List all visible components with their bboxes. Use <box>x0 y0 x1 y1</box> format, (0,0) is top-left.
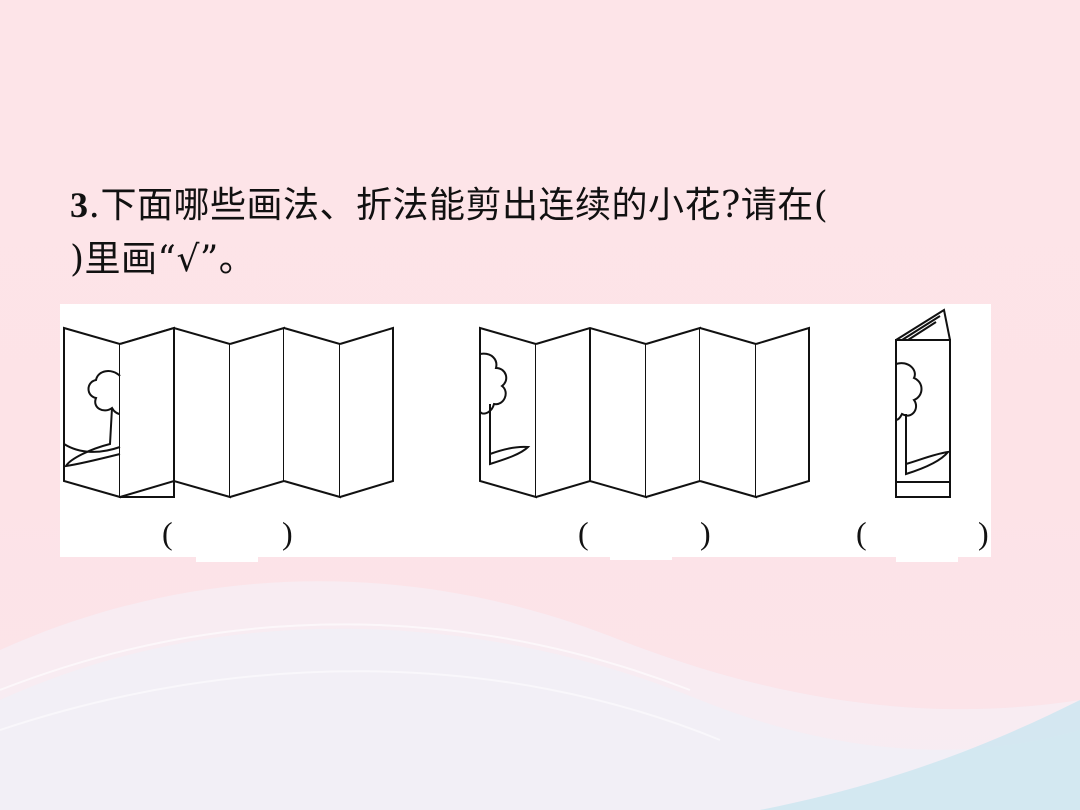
answer-2-open: ( <box>578 515 589 551</box>
answer-2-close: ) <box>700 515 711 551</box>
question-text: 3.下面哪些画法、折法能剪出连续的小花?请在( )里画“√”。 <box>70 178 950 287</box>
question-number: 3 <box>70 185 89 225</box>
answer-1-open: ( <box>162 515 173 551</box>
fold-figure-2 <box>479 326 810 499</box>
answer-blank-2[interactable] <box>610 540 672 560</box>
fold-figure-3 <box>895 308 951 498</box>
folding-diagrams <box>63 308 951 499</box>
answer-blank-1[interactable] <box>196 540 258 562</box>
answer-blank-3[interactable] <box>896 540 958 562</box>
question-line1: .下面哪些画法、折法能剪出连续的小花?请在( <box>88 185 829 226</box>
answer-3-open: ( <box>856 515 867 551</box>
fold-figure-1 <box>63 326 394 499</box>
answer-3-close: ) <box>978 515 989 551</box>
wave-line-1 <box>0 623 691 691</box>
answer-1-close: ) <box>282 515 293 551</box>
figure-panel <box>60 304 991 557</box>
flower-1 <box>63 370 121 468</box>
question-line2: )里画“√”。 <box>70 239 256 280</box>
wave-line-2 <box>0 670 721 741</box>
wave-blue <box>760 700 1080 810</box>
